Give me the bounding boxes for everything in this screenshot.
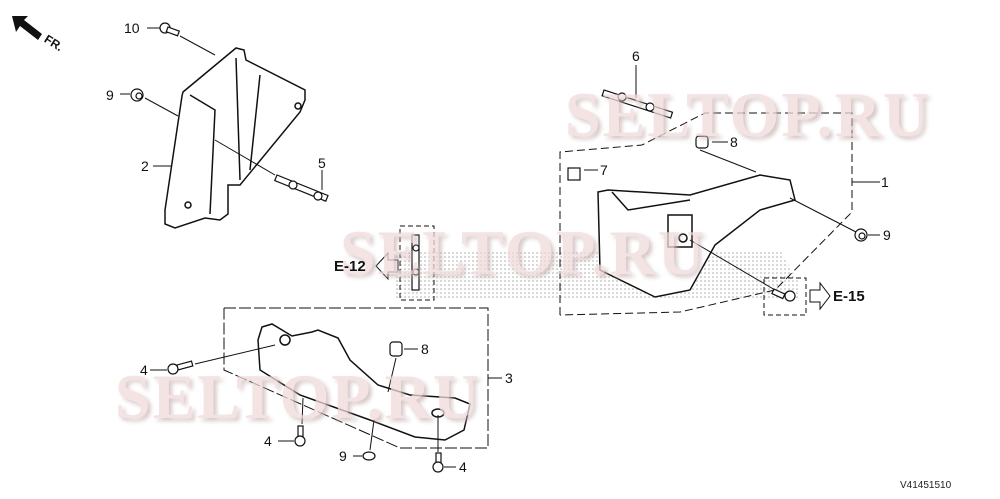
clip-7-icon — [567, 167, 581, 181]
watermark: SELTOP.RU — [340, 217, 707, 288]
bolt-4-left-icon — [167, 360, 194, 375]
stud-e12-icon — [411, 234, 420, 291]
callout-3[interactable]: 3 — [505, 370, 513, 386]
nut-9-icon — [130, 88, 144, 102]
bolt-4-bottom-icon — [294, 425, 306, 447]
part-3-guard — [257, 323, 471, 441]
stud-5-icon — [273, 174, 329, 202]
grommet-8-bottom-icon — [389, 341, 403, 357]
bolt-e15-icon — [771, 288, 796, 302]
callout-8-bottom[interactable]: 8 — [421, 341, 429, 357]
drawing-code: V41451510 — [900, 480, 952, 491]
part-3-frame — [223, 307, 489, 449]
callout-7[interactable]: 7 — [600, 162, 608, 178]
arrow-right-e15-icon — [809, 281, 831, 311]
front-arrow-icon — [12, 16, 42, 40]
callout-8[interactable]: 8 — [730, 134, 738, 150]
e12-box — [399, 225, 435, 301]
e15-box — [763, 277, 807, 316]
callout-6[interactable]: 6 — [632, 48, 640, 64]
watermark: SELTOP.RU — [115, 361, 482, 432]
part-1-frame — [559, 112, 853, 316]
part-2-bracket — [164, 47, 306, 229]
callout-1[interactable]: 1 — [881, 174, 889, 190]
callout-4-left[interactable]: 4 — [140, 362, 148, 378]
stud-6-icon — [601, 89, 674, 119]
nut-9-bottom-icon — [362, 451, 376, 461]
reference-e12[interactable]: E-12 — [334, 258, 366, 275]
callout-4-bottom[interactable]: 4 — [264, 433, 272, 449]
nut-9-right-icon — [854, 228, 868, 242]
callout-9-bottom[interactable]: 9 — [339, 448, 347, 464]
callout-10[interactable]: 10 — [124, 20, 140, 36]
callout-2[interactable]: 2 — [141, 158, 149, 174]
callout-5[interactable]: 5 — [318, 155, 326, 171]
reference-e15[interactable]: E-15 — [833, 288, 865, 305]
bolt-4-right-icon — [432, 452, 444, 473]
callout-9[interactable]: 9 — [106, 87, 114, 103]
arrow-left-e12-icon — [375, 251, 399, 281]
callout-4-right[interactable]: 4 — [459, 459, 467, 475]
watermark: SELTOP.RU — [565, 79, 932, 150]
callout-9-right[interactable]: 9 — [883, 227, 891, 243]
bolt-10-icon — [159, 22, 181, 37]
grommet-8-icon — [695, 135, 709, 149]
part-1-duct — [597, 174, 796, 298]
